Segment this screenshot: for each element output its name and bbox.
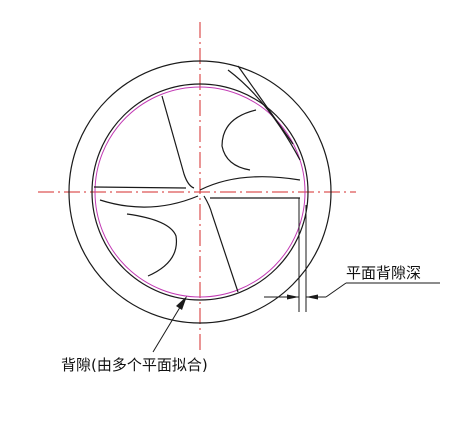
edge-lower-left (99, 195, 199, 208)
arrow-right (306, 294, 318, 300)
flat-clearance-depth-label: 平面背隙深 (346, 264, 422, 282)
back-clearance-arrow (176, 296, 187, 310)
outer-circle (68, 60, 332, 324)
edge-left (93, 186, 187, 189)
flute-profiles (93, 65, 301, 293)
outer-edge-top-right-2 (227, 69, 301, 161)
back-clearance-circle (94, 86, 306, 298)
edge-right (199, 176, 301, 191)
arrow-left (287, 294, 299, 300)
flute-upper-right (221, 109, 257, 171)
flute-upper-left (161, 95, 195, 189)
dimension-arrows (287, 294, 318, 300)
back-clearance-leader (152, 296, 187, 353)
outer-edge-top-right (237, 65, 294, 145)
leader-line (325, 282, 347, 298)
inner-circle (91, 83, 309, 301)
flat-depth-dimension (264, 198, 440, 312)
back-clearance-label: 背隙(由多个平面拟合) (61, 356, 208, 374)
flute-lower-left (126, 213, 178, 277)
flute-lower-right (203, 195, 239, 293)
